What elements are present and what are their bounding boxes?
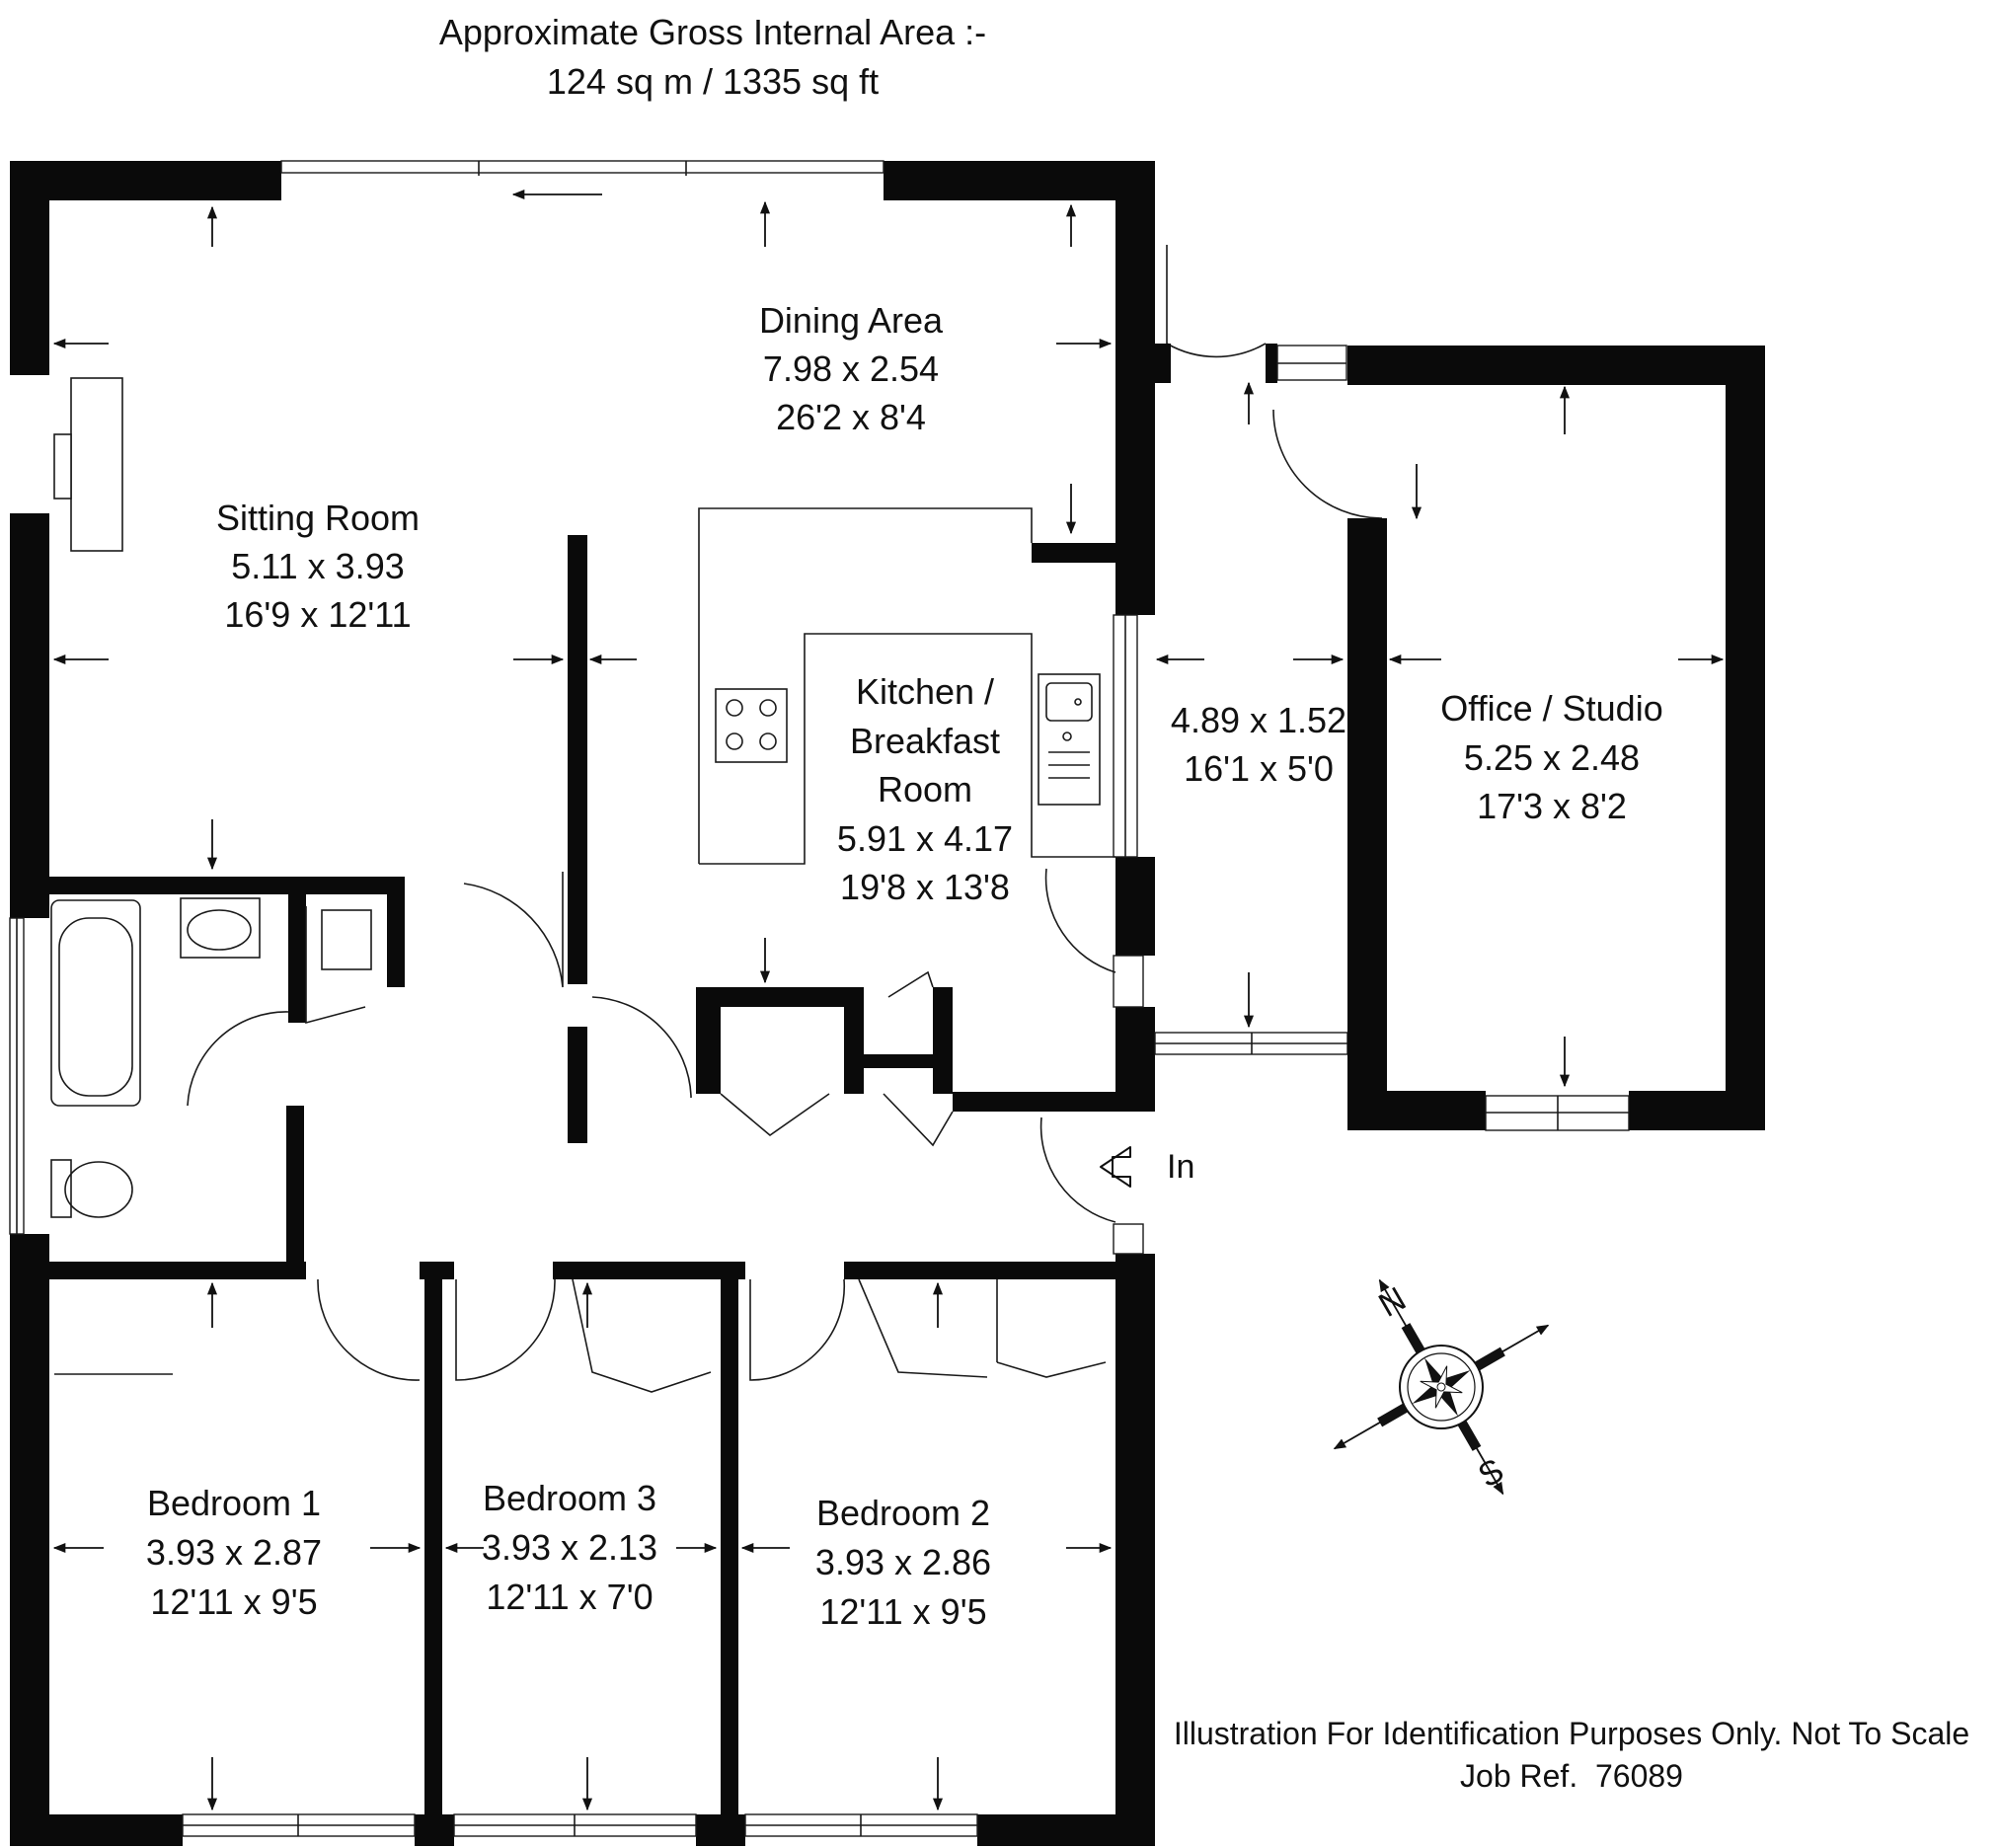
svg-text:7.98 x 2.54: 7.98 x 2.54 [763, 348, 939, 389]
svg-text:Room: Room [878, 769, 972, 809]
svg-text:5.25 x 2.48: 5.25 x 2.48 [1464, 737, 1640, 778]
entrance-label: In [1167, 1148, 1194, 1186]
svg-text:Breakfast: Breakfast [850, 721, 1000, 761]
interior-walls [49, 535, 1155, 1814]
svg-text:12'11 x 9'5: 12'11 x 9'5 [819, 1591, 986, 1632]
room-label-kitchen: Kitchen / Breakfast Room 5.91 x 4.17 19'… [837, 671, 1013, 907]
room-label-bedroom3: Bedroom 3 3.93 x 2.13 12'11 x 7'0 [482, 1478, 657, 1617]
bathroom-fittings [50, 897, 372, 1218]
svg-text:5.91 x 4.17: 5.91 x 4.17 [837, 818, 1013, 859]
svg-text:Dining Area: Dining Area [759, 300, 944, 341]
room-label-office: Office / Studio 5.25 x 2.48 17'3 x 8'2 [1440, 688, 1662, 826]
svg-text:Bedroom 3: Bedroom 3 [483, 1478, 656, 1518]
patio-door [280, 160, 884, 200]
hall-and-office-walls [1154, 245, 1765, 1131]
compass-rose: N S [1333, 1278, 1550, 1496]
windows [9, 614, 1144, 1837]
room-label-hall: 4.89 x 1.52 16'1 x 5'0 [1171, 700, 1346, 789]
svg-text:26'2 x 8'4: 26'2 x 8'4 [776, 397, 926, 437]
gross-area-title: Approximate Gross Internal Area :- [439, 12, 986, 52]
svg-text:19'8 x 13'8: 19'8 x 13'8 [840, 867, 1010, 907]
svg-text:Kitchen /: Kitchen / [856, 671, 994, 712]
entrance-marker: In [1100, 1146, 1194, 1188]
svg-text:Sitting Room: Sitting Room [216, 498, 420, 538]
exterior-walls [10, 161, 1155, 1846]
svg-text:Office / Studio: Office / Studio [1440, 688, 1662, 729]
room-label-dining: Dining Area 7.98 x 2.54 26'2 x 8'4 [759, 300, 944, 437]
entrance-arrow-icon [1100, 1146, 1131, 1188]
svg-text:Bedroom 1: Bedroom 1 [147, 1483, 321, 1523]
svg-text:12'11 x 9'5: 12'11 x 9'5 [150, 1581, 317, 1622]
door-swings [54, 868, 1116, 1393]
svg-text:4.89 x 1.52: 4.89 x 1.52 [1171, 700, 1346, 740]
fireplace [53, 377, 123, 552]
kitchen-units [698, 507, 1115, 865]
gross-area-value: 124 sq m / 1335 sq ft [547, 61, 879, 102]
room-label-bedroom2: Bedroom 2 3.93 x 2.86 12'11 x 9'5 [815, 1493, 991, 1632]
svg-text:3.93 x 2.13: 3.93 x 2.13 [482, 1527, 657, 1568]
svg-text:3.93 x 2.86: 3.93 x 2.86 [815, 1542, 991, 1582]
svg-text:16'1 x 5'0: 16'1 x 5'0 [1184, 748, 1334, 789]
svg-text:5.11 x 3.93: 5.11 x 3.93 [231, 546, 404, 586]
room-label-sitting: Sitting Room 5.11 x 3.93 16'9 x 12'11 [216, 498, 420, 635]
svg-text:Bedroom 2: Bedroom 2 [816, 1493, 990, 1533]
svg-text:17'3 x 8'2: 17'3 x 8'2 [1477, 786, 1627, 826]
disclaimer-text: Illustration For Identification Purposes… [1174, 1716, 1969, 1751]
compass-north: N [1372, 1280, 1412, 1325]
compass-south: S [1472, 1451, 1510, 1495]
dimension-arrows [52, 200, 1725, 1811]
job-reference: Job Ref. 76089 [1460, 1758, 1683, 1794]
room-label-bedroom1: Bedroom 1 3.93 x 2.87 12'11 x 9'5 [146, 1483, 322, 1622]
svg-text:3.93 x 2.87: 3.93 x 2.87 [146, 1532, 322, 1573]
svg-text:12'11 x 7'0: 12'11 x 7'0 [486, 1577, 653, 1617]
svg-text:16'9 x 12'11: 16'9 x 12'11 [224, 594, 411, 635]
